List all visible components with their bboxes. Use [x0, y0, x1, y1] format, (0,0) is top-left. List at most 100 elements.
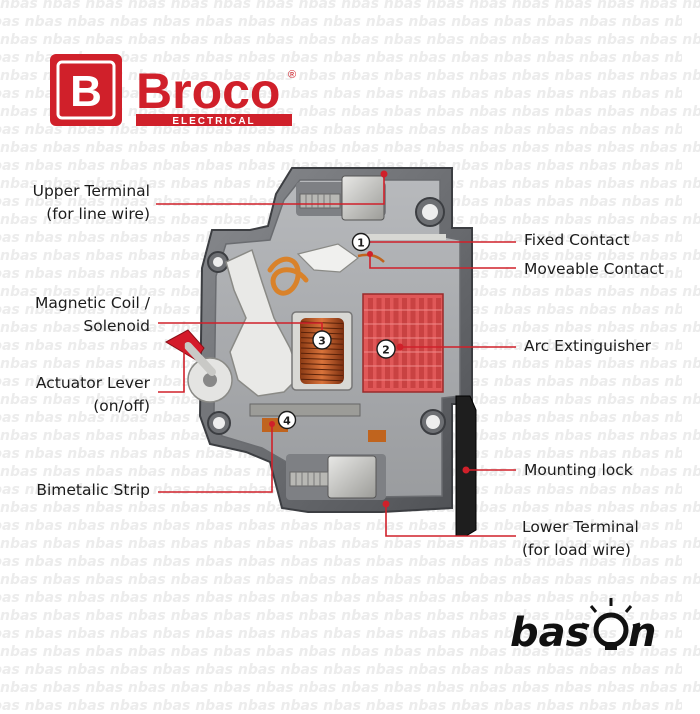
callout-moveable-contact [369, 254, 516, 269]
label-magnetic-coil-line1: Magnetic Coil / [35, 294, 150, 312]
marker-2: 2 [376, 339, 396, 359]
mounting-hole-center [213, 417, 225, 429]
arc-plate [393, 298, 399, 388]
watermark-row: nbas nbas nbas nbas nbas nbas nbas nbas … [0, 626, 682, 642]
footer-logo: bas n [510, 598, 656, 656]
arc-plate [410, 298, 416, 388]
bimetal-braid [368, 430, 386, 442]
callout-dot [396, 343, 404, 351]
mounting-hole-center [426, 415, 440, 429]
marker-1-label: 1 [357, 237, 365, 250]
coil-turn [300, 368, 344, 371]
watermark-row: nbas nbas nbas nbas nbas nbas nbas nbas … [0, 644, 700, 660]
registered-mark: ® [288, 69, 296, 81]
trip-mechanism [164, 243, 386, 442]
fixed-contact-bar [366, 234, 446, 240]
arc-plate [419, 298, 424, 388]
logo-badge [50, 54, 122, 126]
watermark-row: nbas nbas nbas nbas nbas nbas nbas nbas … [0, 140, 700, 156]
watermark-row: nbas nbas nbas nbas nbas nbas nbas nbas … [0, 0, 700, 12]
arc-chute [362, 293, 444, 393]
watermark-row: nbas nbas nbas nbas nbas nbas nbas nbas … [0, 680, 700, 696]
watermark-row: nbas nbas nbas nbas nbas nbas nbas nbas … [0, 32, 700, 48]
label-arc-extinguisher-text: Arc Extinguisher [524, 337, 652, 355]
callout-bimetalic-strip [158, 424, 273, 493]
label-lower-terminal: Lower Terminal (for load wire) [522, 516, 639, 562]
label-arc-extinguisher: Arc Extinguisher [524, 335, 651, 358]
marker-4: 4 [277, 410, 297, 430]
coil-turn [300, 378, 344, 382]
upper-terminal-screw [299, 193, 341, 209]
label-lower-terminal-line2: (for load wire) [522, 541, 631, 559]
watermark-row: nbas nbas nbas nbas nbas nbas nbas nbas … [0, 158, 682, 174]
brand-subtitle: ELECTRICAL [172, 116, 255, 127]
label-mounting-lock: Mounting lock [524, 459, 633, 482]
arc-plate [436, 298, 441, 388]
bimetal-strip [249, 403, 361, 417]
callout-upper-terminal [156, 174, 385, 205]
watermark-row: nbas nbas nbas nbas nbas nbas nbas nbas … [0, 518, 682, 534]
lower-terminal [286, 454, 386, 500]
footer-logo-text-start: bas [510, 610, 589, 656]
lower-terminal-screw [289, 471, 329, 487]
mounting-hole-center [422, 204, 438, 220]
label-moveable-contact: Moveable Contact [524, 258, 664, 281]
coil-turn [300, 373, 344, 376]
watermark-row: nbas nbas nbas nbas nbas nbas nbas nbas … [0, 536, 700, 552]
lower-terminal-clamp [327, 455, 377, 499]
label-upper-terminal-line1: Upper Terminal [32, 182, 150, 200]
watermark-row: nbas nbas nbas nbas nbas nbas nbas nbas … [0, 608, 700, 624]
marker-3-label: 3 [318, 335, 326, 348]
marker-1: 1 [351, 232, 371, 252]
arc-plate [402, 298, 407, 388]
marker-3: 3 [312, 330, 332, 350]
arc-plate [368, 298, 373, 388]
label-actuator-lever-line1: Actuator Lever [35, 374, 150, 392]
brand-name: Broco [136, 63, 280, 119]
watermark-row: nbas nbas nbas nbas nbas nbas nbas nbas … [0, 554, 682, 570]
callout-actuator-lever [158, 340, 185, 393]
watermark-row: nbas nbas nbas nbas nbas nbas nbas nbas … [0, 572, 700, 588]
label-upper-terminal-line2: (for line wire) [46, 205, 150, 223]
arc-plate [427, 298, 433, 388]
actuator-lever-arm [184, 342, 216, 376]
lightbulb-icon [581, 598, 641, 650]
marker-4-label: 4 [283, 415, 291, 428]
numbered-markers: 1 2 3 4 [277, 232, 396, 430]
watermark-row: nbas nbas nbas nbas nbas nbas nbas nbas … [0, 86, 682, 102]
brand-logo: B Broco ® ELECTRICAL [50, 54, 296, 127]
logo-badge-inner [56, 60, 116, 120]
callout-dot [269, 421, 275, 427]
label-bimetalic-strip-text: Bimetalic Strip [36, 481, 150, 499]
watermark-row: nbas nbas nbas nbas nbas nbas nbas nbas … [0, 14, 682, 30]
label-actuator-lever: Actuator Lever (on/off) [36, 372, 150, 418]
solenoid-coil [300, 318, 344, 384]
mounting-hole-center [213, 257, 223, 267]
label-moveable-contact-text: Moveable Contact [524, 260, 664, 278]
label-lower-terminal-line1: Lower Terminal [522, 518, 639, 536]
label-bimetalic-strip: Bimetalic Strip [36, 479, 150, 502]
label-magnetic-coil-line2: Solenoid [83, 317, 150, 335]
coil-turn [300, 352, 344, 356]
label-fixed-contact: Fixed Contact [524, 229, 629, 252]
moveable-contact-arm [296, 243, 360, 273]
callout-dots [269, 170, 470, 508]
upper-terminal-clamp [341, 175, 385, 221]
footer-logo-text-end: n [628, 610, 656, 656]
callout-lower-terminal [385, 504, 516, 537]
label-actuator-lever-line2: (on/off) [93, 397, 150, 415]
callout-dot [382, 500, 390, 508]
logo-letter: B [70, 67, 102, 116]
label-magnetic-coil: Magnetic Coil / Solenoid [35, 292, 150, 338]
watermark-row: nbas nbas nbas nbas nbas nbas nbas nbas … [0, 590, 682, 606]
watermark-row: nbas nbas nbas nbas nbas nbas nbas nbas … [0, 68, 700, 84]
callout-dot [462, 466, 470, 474]
label-upper-terminal: Upper Terminal (for line wire) [33, 180, 150, 226]
watermark-row: nbas nbas nbas nbas nbas nbas nbas nbas … [0, 50, 682, 66]
coil-turn [300, 357, 344, 361]
callout-dot [367, 251, 373, 257]
callout-dot [380, 170, 388, 178]
label-mounting-lock-text: Mounting lock [524, 461, 633, 479]
